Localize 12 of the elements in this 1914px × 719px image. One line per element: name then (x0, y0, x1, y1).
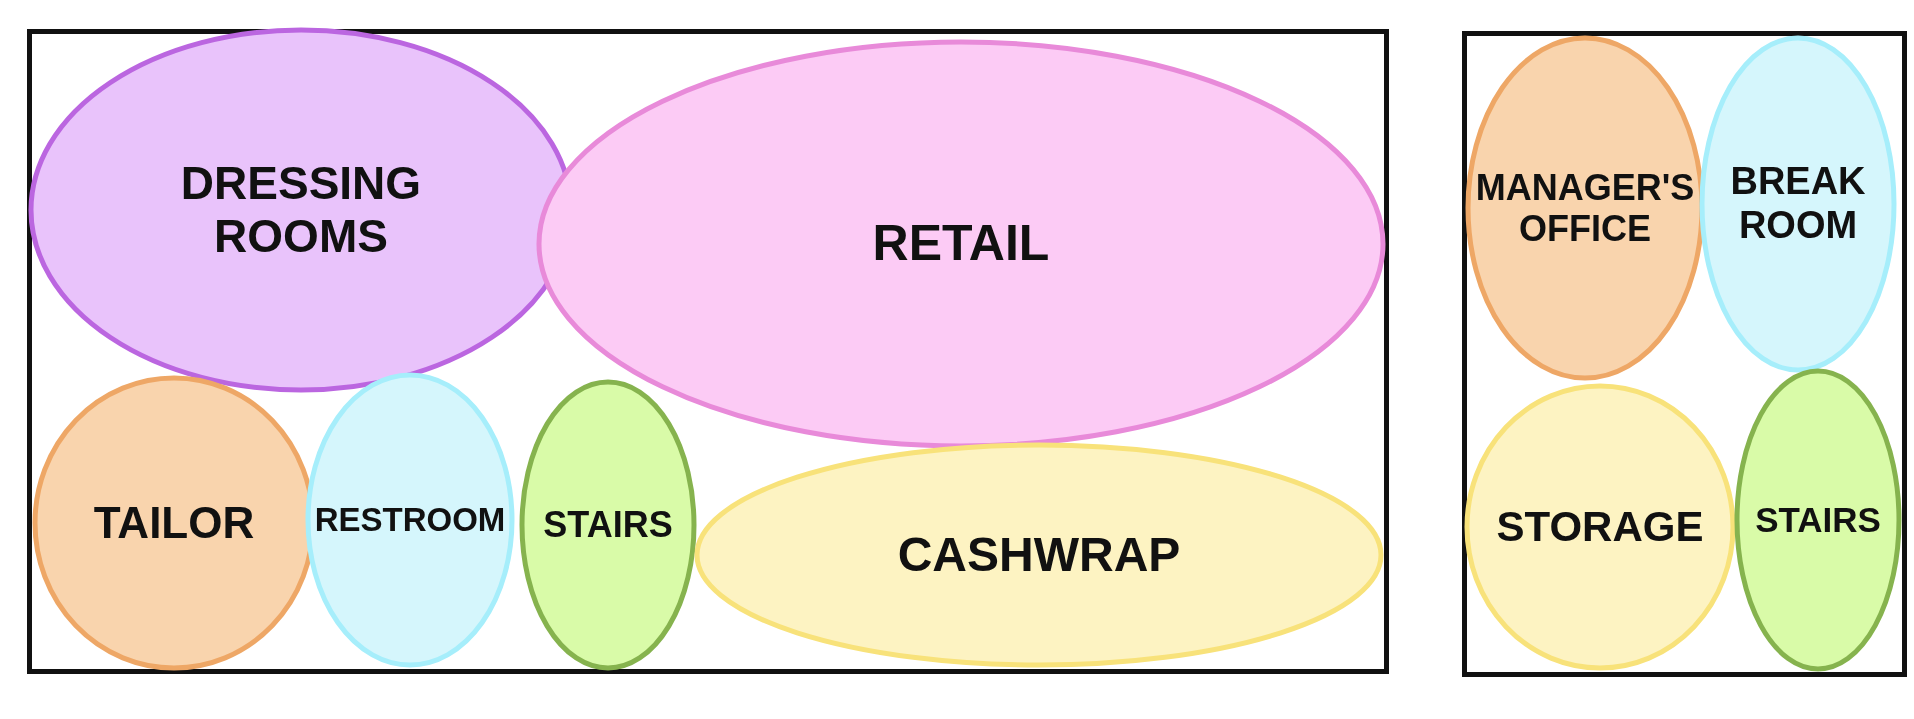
floor-outline (27, 29, 1389, 674)
room-label: STAIRS (543, 504, 673, 546)
room-label: TAILOR (93, 497, 255, 549)
room-label: STORAGE (1496, 502, 1704, 552)
room-label: STAIRS (1755, 499, 1881, 541)
floor-outline (1462, 31, 1907, 677)
room-label: MANAGER'S OFFICE (1474, 166, 1696, 250)
room-label: RETAIL (872, 215, 1050, 273)
room-label: DRESSING ROOMS (179, 157, 423, 263)
room-label: BREAK ROOM (1729, 160, 1867, 248)
room-label: RESTROOM (314, 501, 506, 539)
room-label: CASHWRAP (897, 527, 1181, 583)
